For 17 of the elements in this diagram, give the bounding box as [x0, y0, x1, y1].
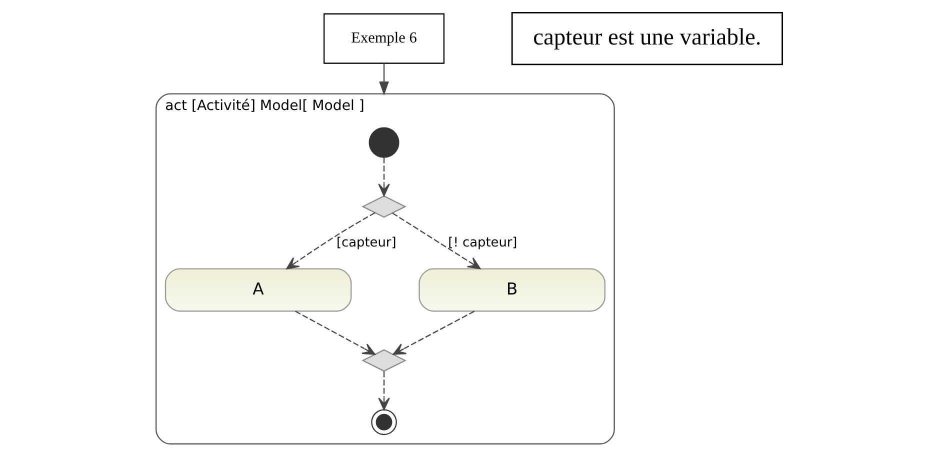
- arrow: [378, 371, 390, 410]
- edge-label: [! capteur]: [448, 235, 518, 250]
- node-box: B: [418, 268, 606, 312]
- arrow: [392, 212, 481, 270]
- node-box: Exemple 6: [324, 13, 445, 64]
- node-diamond: [362, 195, 406, 218]
- edge-label: [capteur]: [336, 235, 396, 250]
- node-diamond: [362, 349, 406, 372]
- arrow: [286, 212, 376, 270]
- arrow: [295, 310, 376, 355]
- node-box: A: [164, 268, 352, 312]
- arrow: [378, 157, 390, 196]
- node-bullseye: [371, 409, 397, 436]
- arrow: [392, 310, 475, 355]
- node-box: capteur est une variable.: [511, 12, 783, 66]
- node-dot: [368, 127, 400, 158]
- arrow: [379, 63, 389, 96]
